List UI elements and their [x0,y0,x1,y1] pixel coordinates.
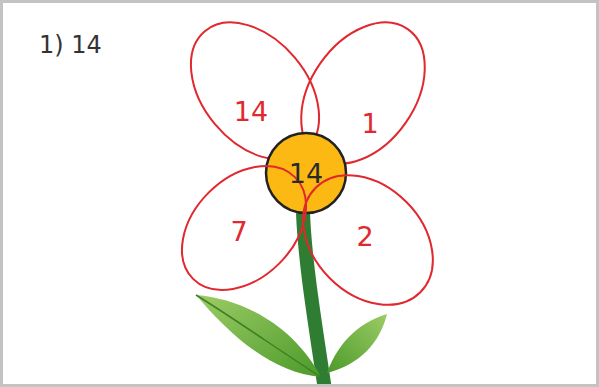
number-label: 2 [356,223,373,250]
number-label: 7 [230,218,247,245]
left-leaf [196,295,321,377]
left-leaf-vein [196,295,321,377]
right-leaf [327,314,387,373]
number-label: 14 [234,98,268,125]
number-label: 1 [361,110,378,137]
problem-title: 1) 14 [39,31,102,59]
number-label: 14 [289,160,323,187]
